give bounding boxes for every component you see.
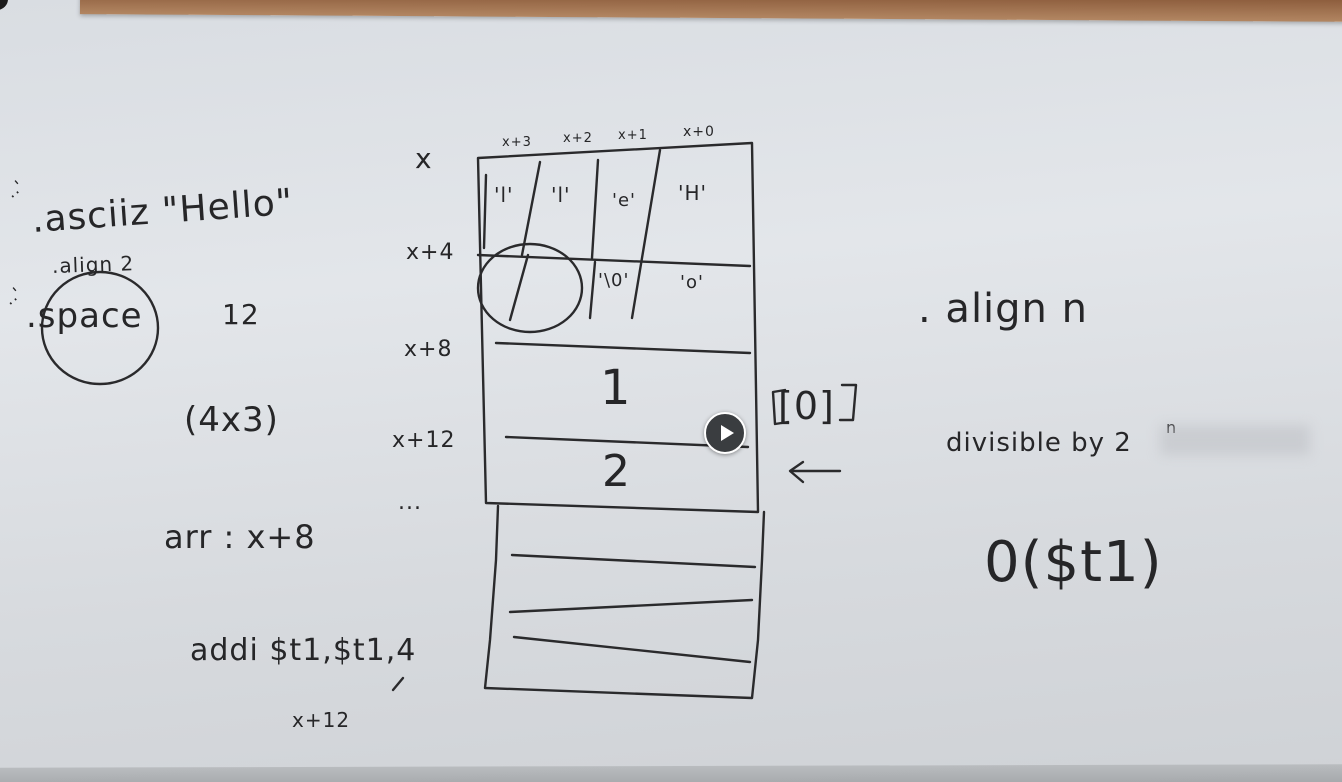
addi-instruction: addi $t1,$t1,4: [190, 633, 417, 668]
byte-cell: '\0': [598, 270, 630, 291]
row-divider: [476, 253, 752, 268]
arr-label: arr : x+8: [164, 518, 316, 556]
space-directive: .space: [26, 296, 143, 336]
play-icon: [721, 425, 734, 441]
padding-circle: [476, 242, 584, 334]
column-header: x+0: [683, 124, 715, 140]
column-divider: [508, 253, 530, 322]
row-label: x: [415, 142, 433, 175]
column-divider: [520, 160, 542, 257]
play-button[interactable]: [704, 412, 746, 454]
size-expression: (4x3): [184, 400, 279, 440]
byte-cell: 'e': [612, 190, 636, 211]
column-header: x+2: [563, 131, 593, 146]
byte-cell: 'H': [678, 181, 708, 205]
space-size: 12: [222, 298, 260, 331]
divisible-note: divisible by 2: [946, 428, 1132, 458]
column-divider: [590, 158, 600, 260]
align-n-directive: . align n: [918, 286, 1088, 332]
row-label: x+8: [404, 337, 453, 362]
row-divider: [510, 553, 757, 569]
space-circle: [40, 270, 160, 386]
array-value: 2: [602, 446, 631, 497]
row-label: ...: [398, 490, 422, 515]
column-header: x+3: [502, 135, 532, 150]
byte-cell: 'o': [680, 272, 704, 293]
column-header: x+1: [618, 128, 648, 143]
byte-cell: 'l': [494, 183, 514, 207]
row-divider: [512, 635, 752, 664]
row-divider: [508, 598, 754, 614]
array-value: 1: [600, 360, 632, 416]
row-label: x+4: [406, 240, 455, 265]
offset-expression: 0($t1): [984, 530, 1163, 595]
column-divider: [482, 173, 488, 250]
eraser-smudge: [1160, 425, 1310, 455]
index-label: [0]: [778, 384, 835, 428]
row-divider: [494, 341, 752, 355]
memory-block-outline: [476, 141, 760, 514]
column-divider: [588, 260, 597, 320]
row-label: x+12: [392, 428, 456, 453]
corner-indicator: [0, 0, 8, 10]
x-plus-12-note: x+12: [292, 708, 351, 732]
align-2-directive: .align 2: [51, 251, 135, 278]
extension-block-outline: [483, 504, 766, 700]
byte-cell: 'l': [551, 183, 571, 207]
column-divider: [630, 148, 662, 320]
whiteboard-bottom-tray: [0, 764, 1342, 782]
